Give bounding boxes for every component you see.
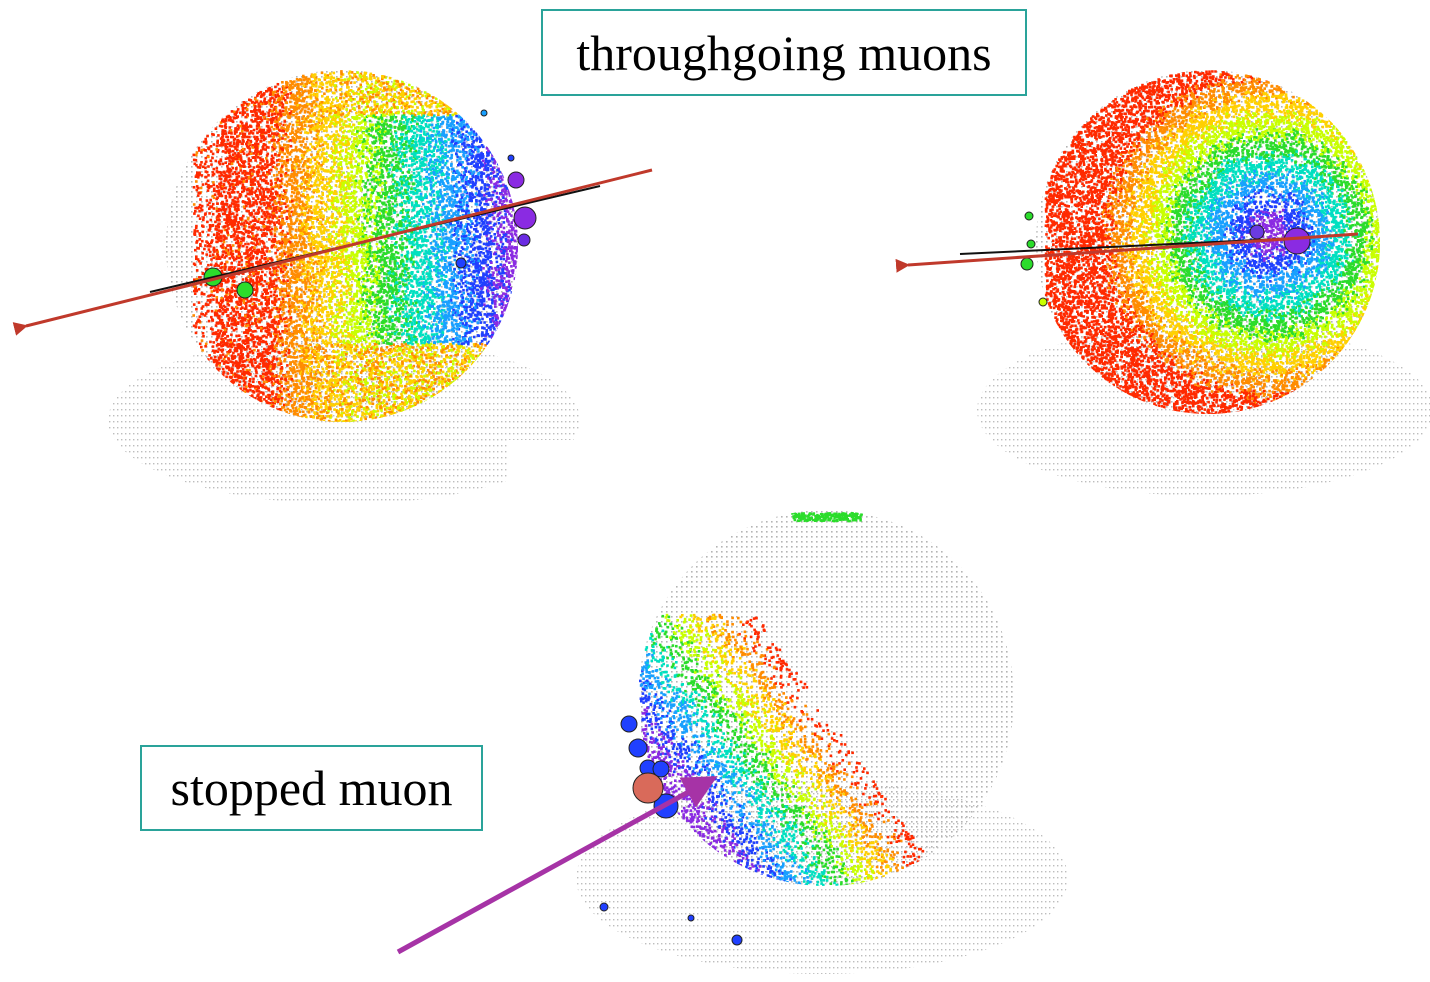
detector-left bbox=[108, 70, 598, 520]
pmt-large-hit bbox=[1249, 224, 1265, 240]
pmt-large-hits-left bbox=[203, 109, 537, 299]
pmt-large-hit bbox=[652, 760, 670, 778]
pmt-large-hit bbox=[687, 914, 695, 922]
pmt-hits-bottom bbox=[639, 512, 925, 886]
pmt-large-hits-right bbox=[1020, 211, 1311, 307]
pmt-large-hit bbox=[517, 233, 531, 247]
pmt-large-hit bbox=[1283, 227, 1311, 255]
pmt-large-hit bbox=[599, 902, 609, 912]
pmt-large-hit bbox=[1024, 211, 1034, 221]
pmt-large-hit bbox=[1026, 239, 1036, 249]
stopped-muon-track-arrow bbox=[396, 775, 718, 955]
pmt-large-hit bbox=[1020, 257, 1034, 271]
pmt-large-hit bbox=[628, 738, 648, 758]
pmt-large-hit bbox=[455, 257, 467, 269]
pmt-large-hit bbox=[507, 171, 525, 189]
pmt-large-hit bbox=[507, 154, 515, 162]
pmt-hits-left bbox=[192, 70, 518, 422]
sphere-mesh-bottom bbox=[638, 510, 1014, 886]
pmt-large-hit bbox=[480, 109, 488, 117]
muon-track-arrow-left bbox=[12, 168, 653, 336]
stopped-muon-label: stopped muon bbox=[140, 745, 483, 831]
pmt-large-hit bbox=[632, 772, 664, 804]
muon-track-arrow-right bbox=[895, 232, 1359, 273]
detector-bottom bbox=[576, 510, 1068, 974]
pmt-large-hit bbox=[620, 715, 638, 733]
pmt-large-hit bbox=[236, 281, 254, 299]
pmt-large-hit bbox=[513, 206, 537, 230]
pmt-large-hit bbox=[1038, 297, 1048, 307]
throughgoing-muons-label: throughgoing muons bbox=[541, 9, 1027, 96]
pmt-large-hit bbox=[731, 934, 743, 946]
detector-right bbox=[977, 70, 1430, 496]
